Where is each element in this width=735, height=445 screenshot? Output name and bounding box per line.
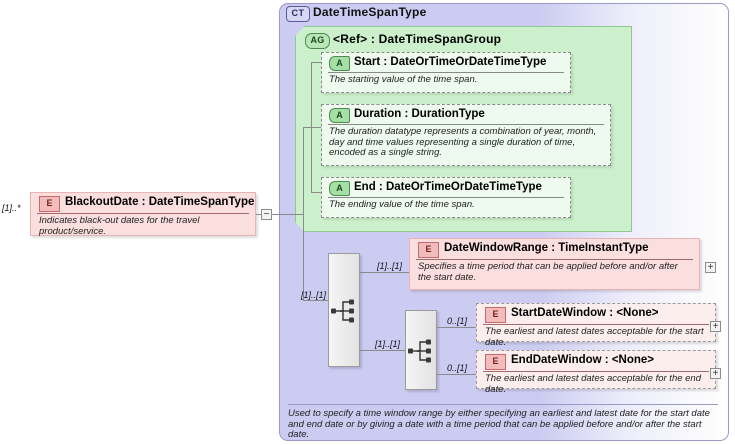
complex-type-title: DateTimeSpanType [313, 5, 427, 19]
attribute-description: The starting value of the time span. [329, 74, 478, 85]
complex-type-badge: CT [286, 6, 310, 22]
element-title: BlackoutDate : DateTimeSpanType [65, 196, 255, 208]
documentation-divider [288, 404, 718, 405]
compositor-choice-outer[interactable] [328, 253, 360, 367]
element-description: The earliest and latest dates acceptable… [485, 373, 701, 395]
outer-choice-cardinality: [1]..[1] [301, 290, 327, 300]
choice-icon [331, 299, 354, 323]
attribute-title: Duration : DurationType [354, 108, 485, 120]
expand-button-enddatewindow[interactable]: + [710, 368, 721, 379]
divider [483, 324, 709, 325]
root-branch-to-attrgroup [303, 127, 312, 128]
attribute-group-badge: AG [305, 33, 330, 49]
divider [483, 371, 709, 372]
root-stem-right [272, 214, 303, 215]
complex-type-documentation: Used to specify a time window range by e… [288, 408, 710, 440]
attribute-group-title: <Ref> : DateTimeSpanGroup [333, 32, 502, 46]
branch-to-startdatewindow [437, 327, 477, 328]
element-badge: E [418, 242, 439, 258]
expand-button-datewindowrange[interactable]: + [705, 262, 716, 273]
attribute-title: End : DateOrTimeOrDateTimeType [354, 181, 542, 193]
attr-tree-branch-start [311, 62, 321, 63]
divider [328, 124, 604, 125]
startdatewindow-cardinality: 0..[1] [447, 316, 468, 326]
element-title: StartDateWindow : <None> [511, 307, 659, 319]
inner-choice-cardinality: [1]..[1] [375, 339, 401, 349]
root-branch-to-choice [303, 300, 328, 301]
divider [328, 197, 564, 198]
element-card-startdatewindow[interactable]: E StartDateWindow : <None> The earliest … [476, 303, 716, 347]
element-badge: E [39, 196, 60, 212]
root-stem-left [256, 214, 262, 215]
divider [37, 213, 249, 214]
branch-to-datewindowrange [360, 272, 410, 273]
branch-to-inner-choice [360, 350, 405, 351]
attribute-card-start[interactable]: A Start : DateOrTimeOrDateTimeType The s… [321, 52, 571, 93]
element-description: Indicates black-out dates for the travel… [39, 215, 200, 237]
element-badge: E [485, 307, 506, 323]
attr-tree-branch-end [311, 192, 321, 193]
branch-to-enddatewindow [437, 374, 477, 375]
expand-button-startdatewindow[interactable]: + [710, 321, 721, 332]
enddatewindow-cardinality: 0..[1] [447, 363, 468, 373]
element-card-enddatewindow[interactable]: E EndDateWindow : <None> The earliest an… [476, 350, 716, 394]
element-card-datewindowrange[interactable]: E DateWindowRange : TimeInstantType Spec… [409, 238, 700, 290]
element-badge: E [485, 354, 506, 370]
attribute-badge: A [329, 56, 350, 71]
element-description: Specifies a time period that can be appl… [418, 261, 678, 283]
divider [416, 259, 693, 260]
attribute-description: The ending value of the time span. [329, 199, 475, 210]
element-title: EndDateWindow : <None> [511, 354, 655, 366]
attr-tree-branch-duration [311, 127, 321, 128]
element-description: The earliest and latest dates acceptable… [485, 326, 704, 348]
attribute-title: Start : DateOrTimeOrDateTimeType [354, 56, 547, 68]
attribute-badge: A [329, 108, 350, 123]
divider [328, 72, 564, 73]
element-card-blackoutdate[interactable]: E BlackoutDate : DateTimeSpanType Indica… [30, 192, 256, 236]
collapse-button[interactable]: − [261, 209, 272, 220]
attribute-card-end[interactable]: A End : DateOrTimeOrDateTimeType The end… [321, 177, 571, 218]
choice-icon [408, 339, 431, 363]
root-spine [303, 127, 304, 301]
compositor-choice-inner[interactable] [405, 310, 437, 390]
element-title: DateWindowRange : TimeInstantType [444, 242, 649, 254]
attribute-description: The duration datatype represents a combi… [329, 126, 597, 158]
root-cardinality-label: [1]..* [2, 203, 21, 213]
attribute-badge: A [329, 181, 350, 196]
datewindowrange-cardinality: [1]..[1] [377, 261, 403, 271]
attribute-card-duration[interactable]: A Duration : DurationType The duration d… [321, 104, 611, 166]
